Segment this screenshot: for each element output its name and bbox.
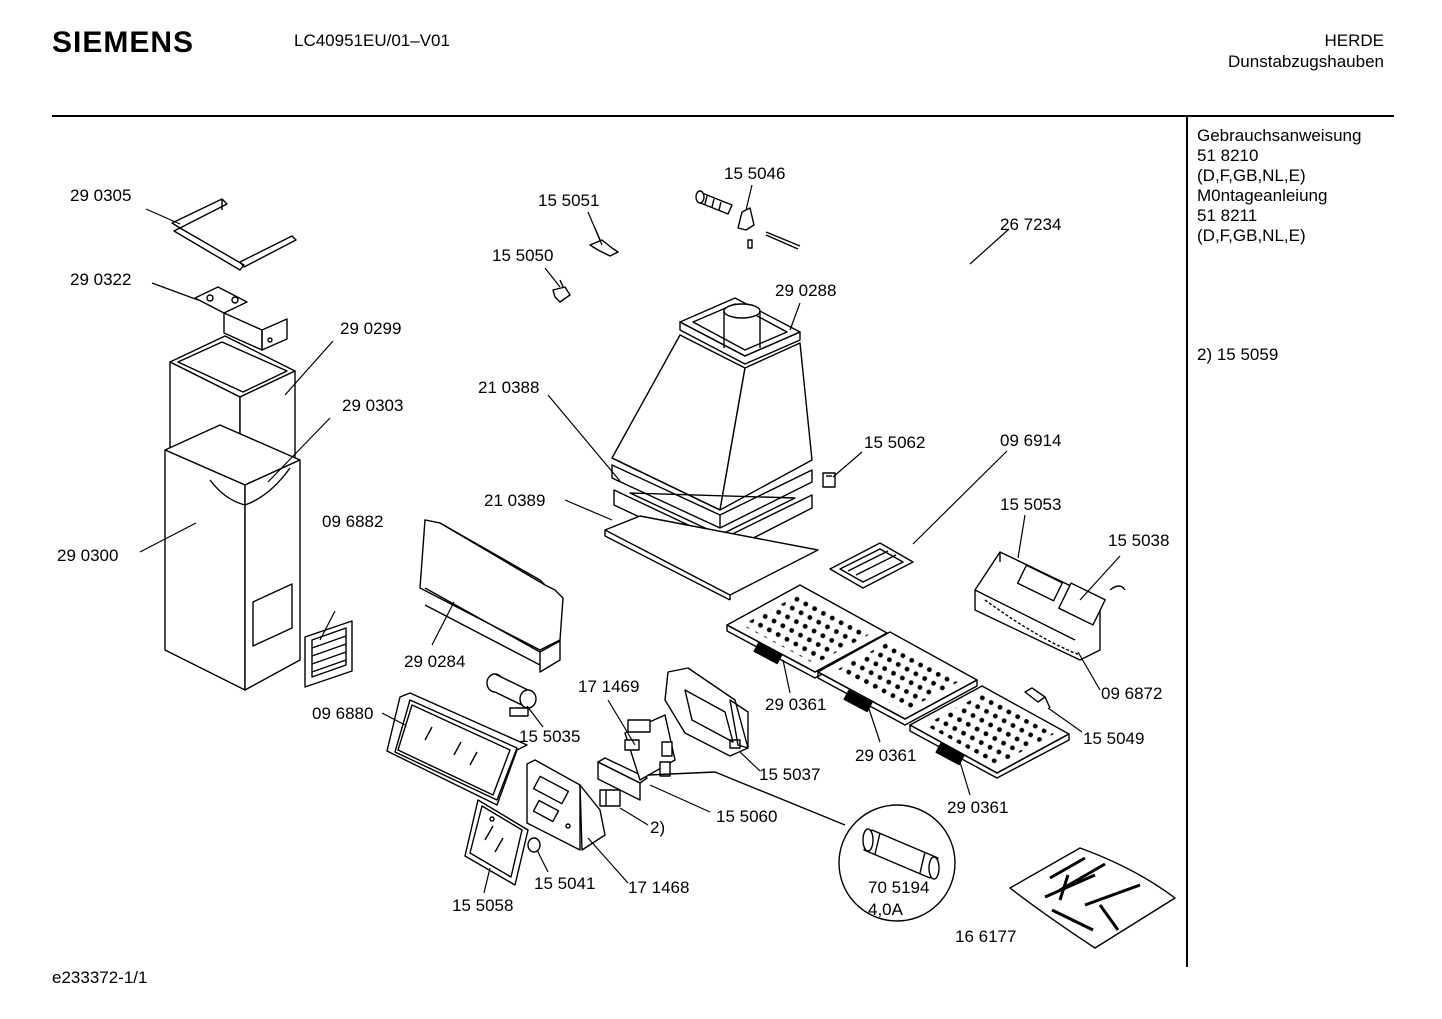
label-footnote-2: 2) [650, 818, 665, 837]
label-155058: 15 5058 [452, 896, 513, 915]
hood-top-frame [679, 297, 801, 365]
label-290303: 29 0303 [342, 396, 403, 415]
hood-base-plate [604, 515, 819, 601]
mounting-number: 51 8211 [1197, 206, 1258, 225]
wall-air-grille [304, 620, 353, 688]
footnote: 2) 15 5059 [1197, 345, 1279, 364]
label-290305: 29 0305 [70, 186, 131, 205]
leader-lines [139, 184, 1121, 894]
lamp-bulb-holder [695, 190, 801, 250]
label-290322: 29 0322 [70, 270, 131, 289]
label-290361-b: 29 0361 [855, 746, 916, 765]
chimney-top-bracket [171, 198, 297, 271]
label-096882: 09 6882 [322, 512, 383, 531]
header-divider [52, 115, 1394, 117]
label-155049: 15 5049 [1083, 729, 1144, 748]
mounting-title: M0ntageanleiung [1197, 186, 1328, 205]
screw-kit-bag [1009, 847, 1176, 949]
label-fuse-rating: 4,0A [868, 900, 904, 919]
hood-canopy [611, 334, 813, 511]
sidebar-divider [1186, 117, 1188, 967]
label-267234: 26 7234 [1000, 215, 1061, 234]
label-290300: 29 0300 [57, 546, 118, 565]
lower-chimney [164, 424, 301, 691]
label-290284: 29 0284 [404, 652, 465, 671]
glass-panel-small [464, 799, 529, 886]
label-171468: 17 1468 [628, 878, 689, 897]
switch-module [597, 757, 648, 807]
model-number: LC40951EU/01–V01 [294, 31, 450, 50]
label-155050: 15 5050 [492, 246, 553, 265]
hood-switch-small [822, 472, 836, 488]
hood-filter-frame-upper [611, 464, 813, 529]
part-labels: 29 0305 29 0322 29 0299 29 0303 29 0300 … [57, 164, 1169, 946]
glass-panel-large [386, 692, 528, 806]
document-code: e233372-1/1 [52, 968, 148, 987]
category-subtitle: Dunstabzugshauben [1228, 52, 1384, 71]
hinge-clip-upper [589, 227, 619, 257]
mounting-languages: (D,F,GB,NL,E) [1197, 226, 1306, 245]
grease-filter-3 [909, 685, 1070, 779]
label-155053: 15 5053 [1000, 495, 1061, 514]
manual-title: Gebrauchsanweisung [1197, 126, 1362, 145]
chimney-mount-bracket [194, 286, 288, 351]
label-155060: 15 5060 [716, 807, 777, 826]
brand-logo: SIEMENS [52, 26, 195, 59]
label-155035: 15 5035 [519, 727, 580, 746]
label-155062: 15 5062 [864, 433, 925, 452]
control-panel-housing [526, 759, 606, 851]
label-096880: 09 6880 [312, 704, 373, 723]
grease-filter-1 [726, 584, 888, 679]
label-155051: 15 5051 [538, 191, 599, 210]
hinge-clip-lower [552, 279, 571, 303]
category-title: HERDE [1324, 31, 1384, 50]
front-cover-panel [419, 519, 564, 673]
lamp-socket [1024, 687, 1051, 709]
electronics-box [664, 667, 749, 757]
label-155041: 15 5041 [534, 874, 595, 893]
manual-languages: (D,F,GB,NL,E) [1197, 166, 1306, 185]
label-166177: 16 6177 [955, 927, 1016, 946]
control-knob [527, 837, 541, 853]
label-155038: 15 5038 [1108, 531, 1169, 550]
motor-capacitor [486, 673, 537, 717]
label-290361-a: 29 0361 [765, 695, 826, 714]
light-diffuser-grid [829, 542, 914, 589]
manual-number: 51 8210 [1197, 146, 1259, 165]
label-290361-c: 29 0361 [947, 798, 1008, 817]
label-210389: 21 0389 [484, 491, 545, 510]
fuse-detail-callout [647, 771, 956, 922]
label-155046: 15 5046 [724, 164, 785, 183]
label-155037: 15 5037 [759, 765, 820, 784]
label-290288: 29 0288 [775, 281, 836, 300]
label-210388: 21 0388 [478, 378, 539, 397]
label-096914: 09 6914 [1000, 431, 1061, 450]
label-096872: 09 6872 [1101, 684, 1162, 703]
grease-filter-2 [817, 631, 978, 726]
label-705194: 70 5194 [868, 878, 929, 897]
control-circuit-board [624, 714, 676, 781]
label-290299: 29 0299 [340, 319, 401, 338]
label-171469: 17 1469 [578, 677, 639, 696]
lighting-unit [974, 551, 1126, 661]
